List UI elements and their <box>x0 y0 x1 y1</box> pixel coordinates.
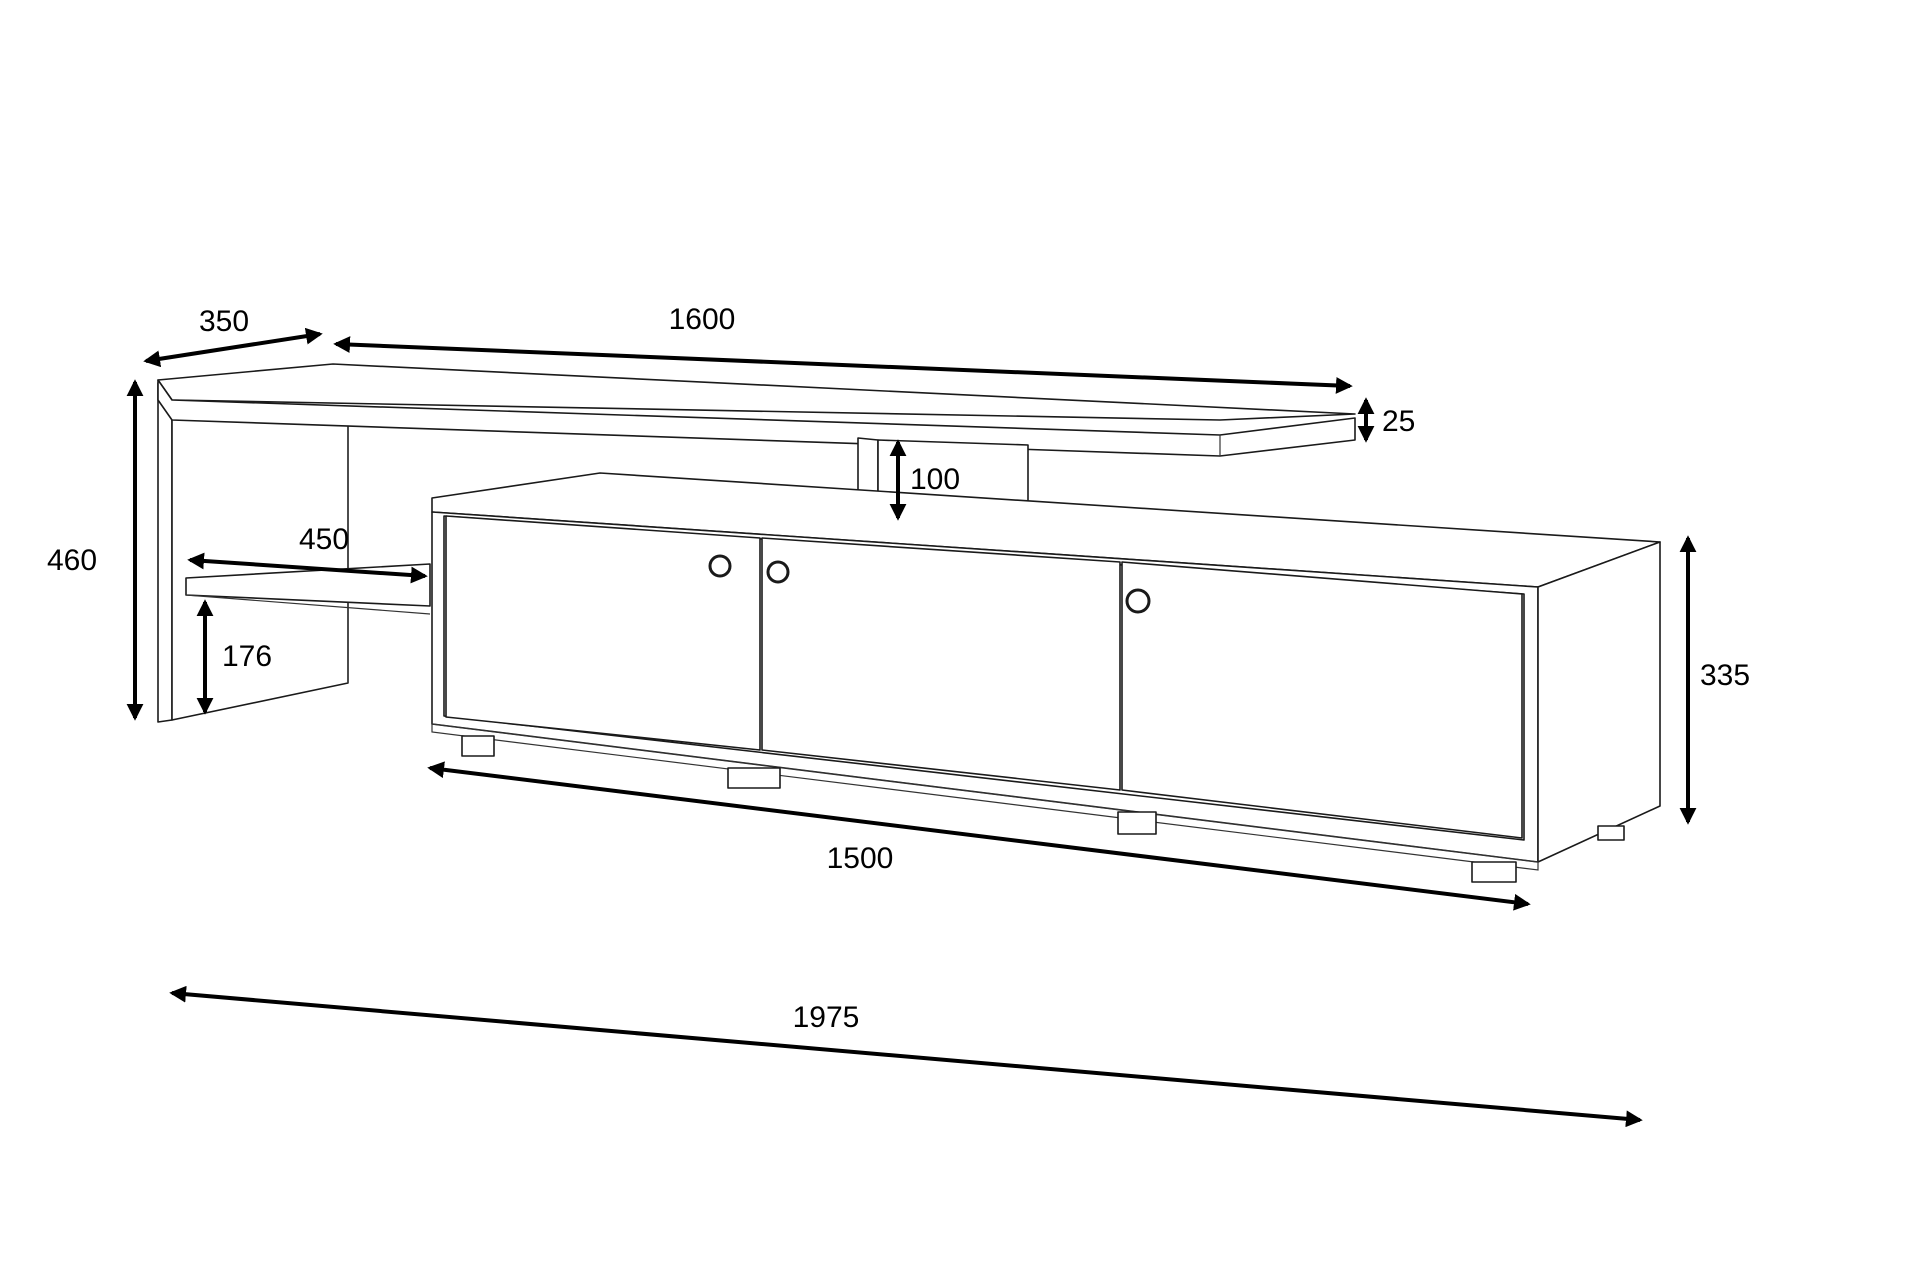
label-riser-height: 100 <box>910 463 960 496</box>
dim-line-cabinet-length <box>427 761 1531 911</box>
knob-2 <box>766 560 790 584</box>
left-side-panel <box>157 382 173 723</box>
label-top-depth: 350 <box>199 305 249 338</box>
dim-line-overall-length <box>169 985 1643 1128</box>
foot-3 <box>1117 811 1157 835</box>
dim-line-top-depth <box>143 327 323 368</box>
foot-4 <box>1471 861 1517 883</box>
foot-1 <box>461 735 495 757</box>
dim-line-top-length <box>333 336 1353 394</box>
label-top-length: 1600 <box>669 303 736 336</box>
dimension-labels: 350 1600 25 100 460 450 176 335 1500 197… <box>47 303 1750 1034</box>
foot-5 <box>1597 825 1625 841</box>
cabinet-right-side <box>1537 541 1661 863</box>
label-side-shelf-length: 450 <box>299 523 349 556</box>
door-middle <box>761 537 1121 791</box>
label-overall-height: 460 <box>47 544 97 577</box>
dimension-lines <box>126 327 1697 1128</box>
door-right <box>1121 561 1523 839</box>
label-cabinet-length: 1500 <box>827 842 894 875</box>
label-cabinet-height: 335 <box>1700 659 1750 692</box>
foot-2 <box>727 767 781 789</box>
knob-1 <box>708 554 732 578</box>
tv-stand-outline <box>157 363 1661 883</box>
label-top-thickness: 25 <box>1382 405 1415 438</box>
knob-3 <box>1125 588 1151 614</box>
dim-line-side-shelf-length <box>187 552 428 584</box>
door-left <box>445 515 761 751</box>
label-overall-length: 1975 <box>793 1001 860 1034</box>
label-side-shelf-height: 176 <box>222 640 272 673</box>
top-board-front-edge <box>157 379 1356 457</box>
